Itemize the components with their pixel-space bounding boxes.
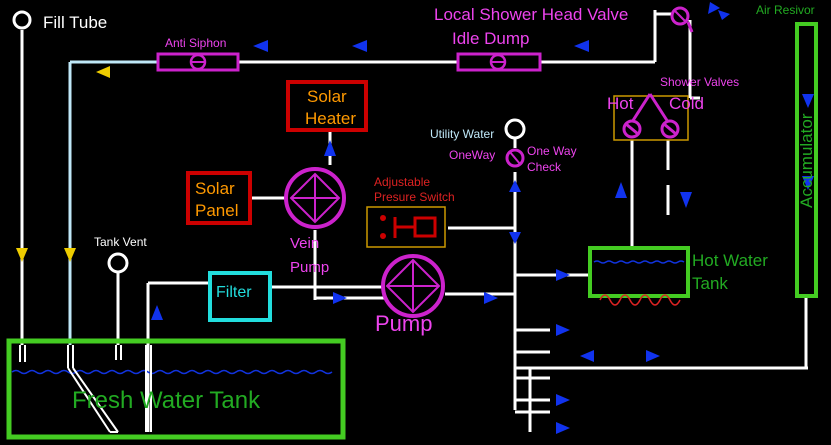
adjustable-label-1: Adjustable xyxy=(374,175,430,189)
fresh-water-tank-label: Fresh Water Tank xyxy=(72,387,261,414)
hot-water-tank xyxy=(588,246,690,298)
solar-heater-label-1: Solar xyxy=(307,87,347,106)
one-way-check-label-2: Check xyxy=(527,160,562,174)
main-pump xyxy=(381,254,445,318)
hot-water-tank-label-1: Hot Water xyxy=(692,251,768,270)
labels: Fill Tube Anti Siphon Local Shower Head … xyxy=(43,3,816,414)
pressure-switch-inner xyxy=(413,216,437,238)
fill-tube-label: Fill Tube xyxy=(43,13,107,32)
solar-heater-label-2: Heater xyxy=(305,109,356,128)
one-way-label: OneWay xyxy=(449,148,495,162)
filter-box xyxy=(208,271,272,322)
tank-vent-label: Tank Vent xyxy=(94,235,147,249)
vein-pump-label-1: Vein xyxy=(290,235,319,252)
solar-panel-label-1: Solar xyxy=(195,179,235,198)
tank-vent-cap xyxy=(107,252,129,274)
air-resivor-label: Air Resivor xyxy=(756,3,815,17)
filter-label: Filter xyxy=(216,284,252,301)
fill-tube-cap xyxy=(12,10,32,30)
shower-valves-label: Shower Valves xyxy=(660,75,739,89)
shower-head-valve xyxy=(670,6,694,33)
anti-siphon-label: Anti Siphon xyxy=(165,36,226,50)
solar-panel-box xyxy=(186,171,252,225)
fresh-water-tank xyxy=(6,338,346,440)
fresh-water-surface xyxy=(11,369,333,375)
one-way-check-label-1: One Way xyxy=(527,144,577,158)
idle-dump-valve xyxy=(456,52,542,72)
hot-water-surface xyxy=(593,260,685,264)
heating-element xyxy=(599,294,681,306)
cold-label: Cold xyxy=(669,94,704,113)
flow-arrows-yellow xyxy=(16,66,110,262)
vein-pump-label-2: Pump xyxy=(290,259,329,276)
vein-pump xyxy=(284,167,346,229)
idle-dump-label: Idle Dump xyxy=(452,29,529,48)
accumulator-box xyxy=(795,22,818,298)
anti-siphon-valve xyxy=(156,52,240,72)
pump-label: Pump xyxy=(375,311,432,336)
hot-cold-valves xyxy=(622,93,680,139)
cold-pipes xyxy=(68,60,158,345)
utility-water-label: Utility Water xyxy=(430,127,494,141)
accumulator-label: Accumulator xyxy=(797,113,816,208)
hot-water-tank-label-2: Tank xyxy=(692,274,728,293)
pressure-switch-box xyxy=(366,206,446,248)
pipes xyxy=(20,10,808,432)
utility-water-cap xyxy=(504,118,526,140)
local-shower-head-valve-label: Local Shower Head Valve xyxy=(434,5,628,24)
hot-label: Hot xyxy=(607,94,634,113)
tank-inlet-pipes xyxy=(19,345,152,433)
flow-arrows-blue xyxy=(151,2,814,434)
one-way-check-valve xyxy=(505,148,525,168)
solar-heater-box xyxy=(286,80,368,132)
solar-panel-label-2: Panel xyxy=(195,201,238,220)
adjustable-label-2: Presure Switch xyxy=(374,190,455,204)
